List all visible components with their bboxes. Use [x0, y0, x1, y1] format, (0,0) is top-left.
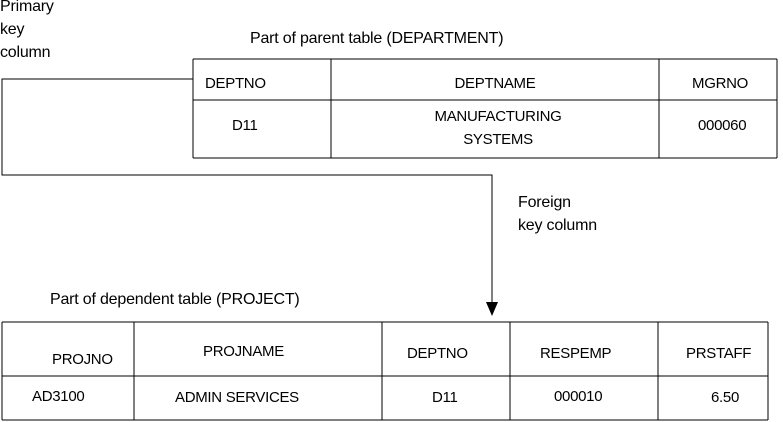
project-header-deptno: DEPTNO	[407, 345, 468, 362]
department-cell-deptno: D11	[232, 117, 258, 134]
department-cell-deptname-line2: SYSTEMS	[463, 131, 533, 148]
project-header-prstaff: PRSTAFF	[686, 345, 752, 362]
parent-table-grid	[192, 58, 778, 159]
foreign-key-label-line1: Foreign	[518, 194, 571, 211]
project-cell-deptno: D11	[432, 389, 458, 406]
department-header-deptname: DEPTNAME	[454, 75, 536, 92]
project-header-projname: PROJNAME	[203, 343, 284, 360]
project-cell-projname: ADMIN SERVICES	[175, 389, 299, 406]
parent-table-caption: Part of parent table (DEPARTMENT)	[250, 30, 504, 47]
project-cell-respemp: 000010	[554, 388, 603, 405]
department-cell-mgrno: 000060	[698, 117, 747, 134]
department-cell-deptname-line1: MANUFACTURING	[434, 108, 562, 125]
department-header-mgrno: MGRNO	[692, 75, 748, 92]
project-header-projno: PROJNO	[52, 351, 113, 368]
primary-key-label-line1: Primary	[0, 0, 54, 15]
primary-key-label-line3: column	[0, 44, 51, 61]
arrow-head-icon	[486, 302, 498, 316]
dependent-table-caption: Part of dependent table (PROJECT)	[50, 291, 300, 308]
dependent-table-grid	[1, 321, 769, 421]
foreign-key-label-line2: key column	[518, 217, 597, 234]
key-connector-line	[1, 78, 493, 304]
project-cell-projno: AD3100	[32, 388, 85, 405]
project-header-respemp: RESPEMP	[540, 345, 612, 362]
primary-key-label-line2: key	[0, 21, 25, 38]
department-header-deptno: DEPTNO	[205, 75, 266, 92]
project-cell-prstaff: 6.50	[711, 389, 739, 406]
